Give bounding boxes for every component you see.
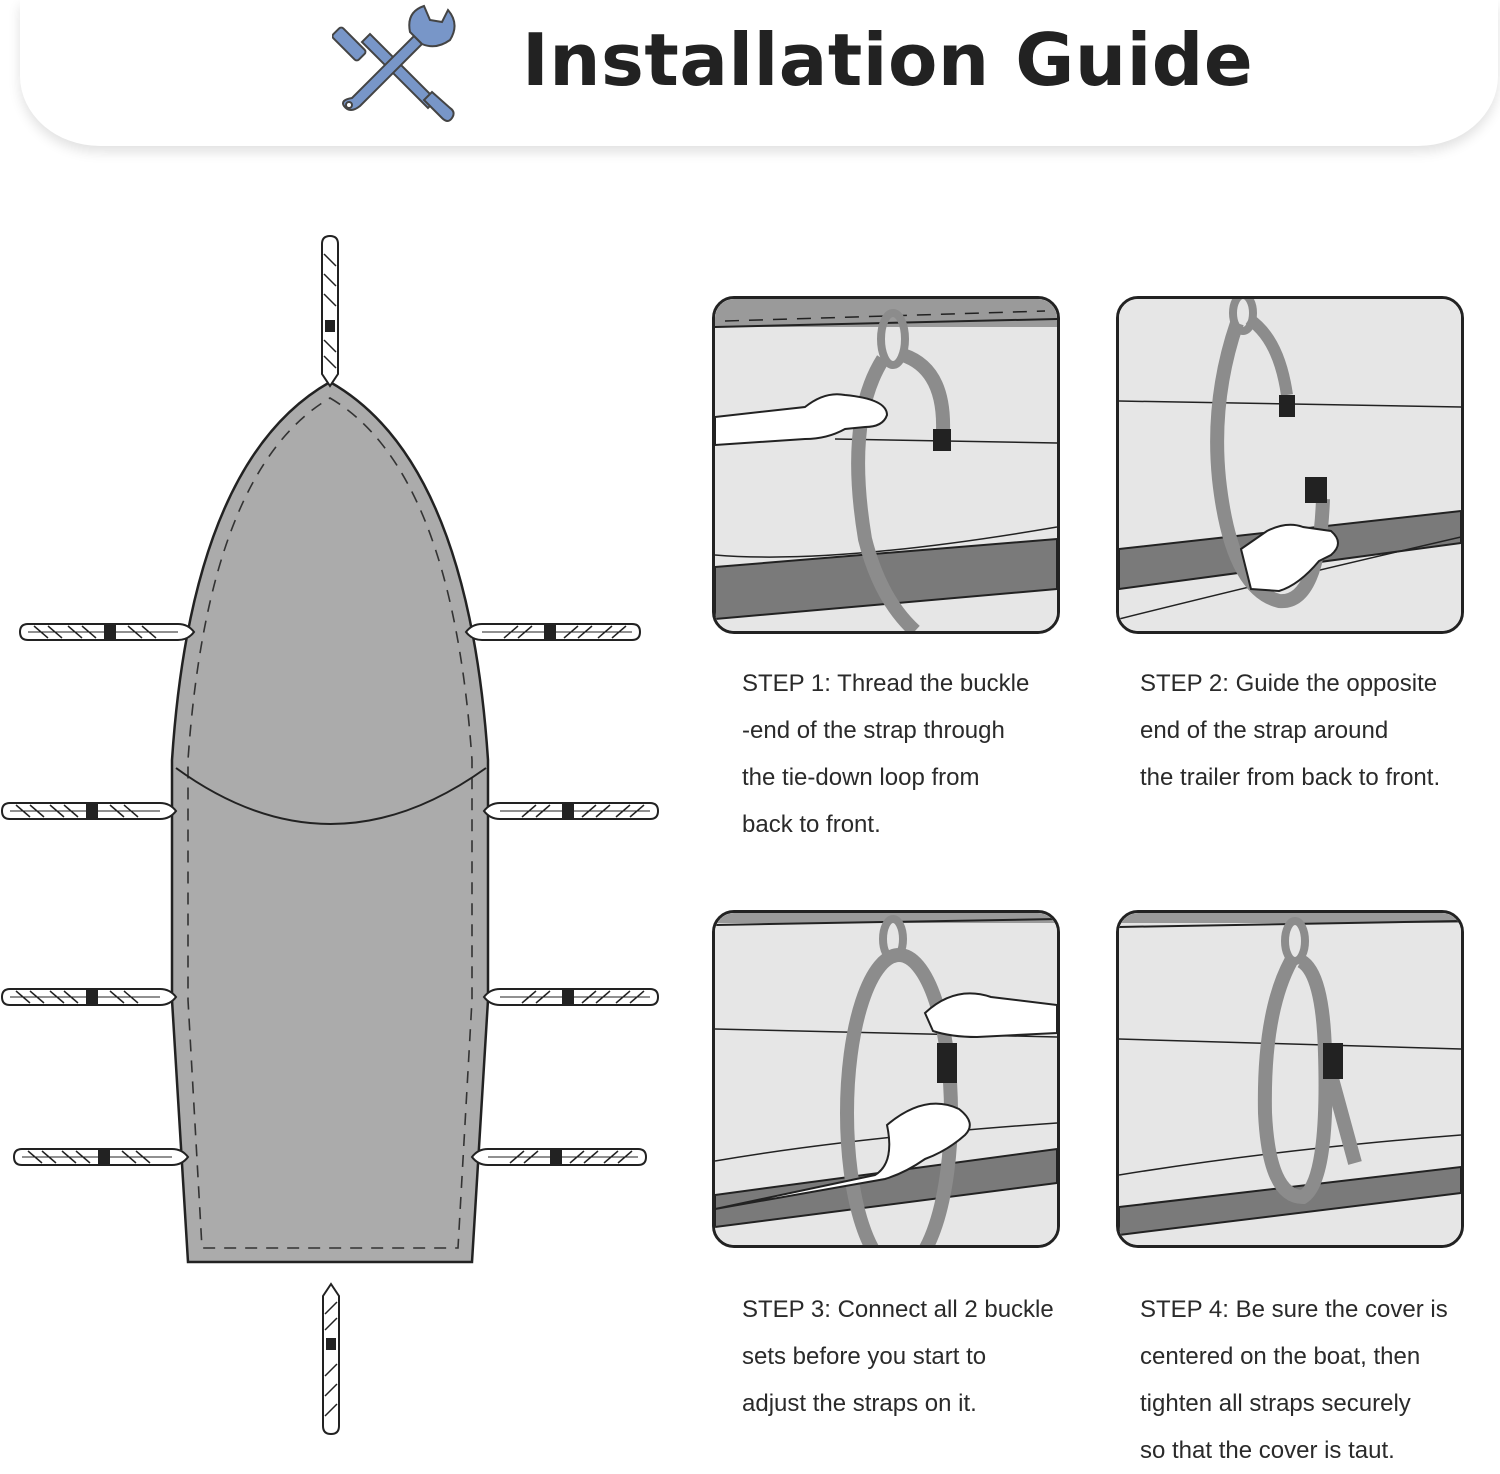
strap-bow bbox=[321, 235, 339, 387]
page-title: Installation Guide bbox=[522, 18, 1254, 102]
step-4-illustration bbox=[1116, 910, 1464, 1248]
step-1-caption: STEP 1: Thread the buckle -end of the st… bbox=[742, 670, 1030, 838]
strap-left-2 bbox=[1, 802, 177, 820]
strap-left-1 bbox=[19, 623, 195, 641]
step-3-caption: STEP 3: Connect all 2 buckle sets before… bbox=[742, 1296, 1054, 1417]
step-2-illustration bbox=[1116, 296, 1464, 634]
wrench-screwdriver-icon bbox=[332, 4, 456, 122]
strap-right-3 bbox=[483, 988, 659, 1006]
header-shadow bbox=[20, 0, 1498, 146]
strap-left-3 bbox=[1, 988, 177, 1006]
strap-right-1 bbox=[465, 623, 641, 641]
step-1-illustration bbox=[712, 296, 1060, 634]
boat-cover-shape bbox=[170, 380, 490, 1264]
strap-left-4 bbox=[13, 1148, 189, 1166]
step-3-illustration bbox=[712, 910, 1060, 1248]
strap-right-4 bbox=[471, 1148, 647, 1166]
strap-right-2 bbox=[483, 802, 659, 820]
header-band: Installation Guide bbox=[0, 0, 1500, 150]
strap-stern bbox=[322, 1283, 340, 1435]
boat-cover-curve bbox=[175, 767, 487, 825]
boat-cover-seam bbox=[187, 397, 473, 1249]
step-2-caption: STEP 2: Guide the opposite end of the st… bbox=[1140, 670, 1441, 791]
step-4-caption: STEP 4: Be sure the cover is centered on… bbox=[1140, 1296, 1448, 1464]
boat-cover-diagram bbox=[1, 235, 659, 1435]
